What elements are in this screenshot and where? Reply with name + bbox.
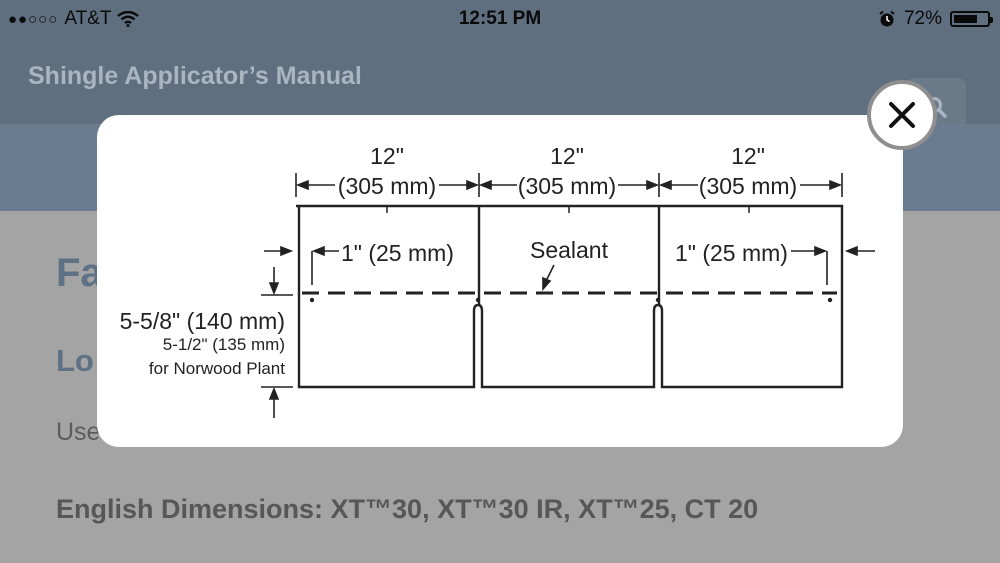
signal-strength: ●●○○○ [8,10,59,28]
height-label-alt: 5-1/2" (135 mm) [163,335,285,354]
battery-percent: 72% [903,8,942,29]
image-lightbox: 12" 12" 12" (305 mm) (305 mm) (305 mm) [97,115,903,447]
alarm-icon [879,10,895,27]
height-arrows [261,267,293,418]
wifi-icon [117,11,140,27]
nav-title: Shingle Applicator’s Manual [28,62,362,90]
height-label-main: 5-5/8" (140 mm) [120,308,285,334]
width-mm-label-1: (305 mm) [338,173,436,199]
offset-arrows [264,245,875,292]
battery-icon [950,11,993,27]
sealant-label: Sealant [530,237,609,263]
width-dimension-arrows [295,173,843,197]
section-heading: Lo [56,343,94,378]
navigation-bar: Shingle Applicator’s Manual [0,38,1000,136]
width-mm-label-3: (305 mm) [699,173,797,199]
paragraph-text: Use [56,418,101,446]
width-mm-label-2: (305 mm) [518,173,616,199]
width-label-3: 12" [731,143,765,169]
offset-label-left: 1" (25 mm) [341,240,454,266]
close-icon [889,102,915,128]
offset-label-right: 1" (25 mm) [675,240,788,266]
nail-dots [309,297,833,303]
height-label-note: for Norwood Plant [149,359,285,378]
carrier-label: AT&T [64,8,112,29]
width-label-2: 12" [550,143,584,169]
shingle-outline [296,204,844,389]
status-bar: ●●○○○ AT&T 12:51 PM 72% [0,0,1000,38]
close-button[interactable] [867,80,937,150]
english-dimensions-heading: English Dimensions: XT™30, XT™30 IR, XT™… [56,494,759,524]
shingle-dimension-diagram: 12" 12" 12" (305 mm) (305 mm) (305 mm) [120,143,875,418]
width-label-1: 12" [370,143,404,169]
page-heading: Fa [56,251,103,295]
status-time: 12:51 PM [458,8,542,29]
